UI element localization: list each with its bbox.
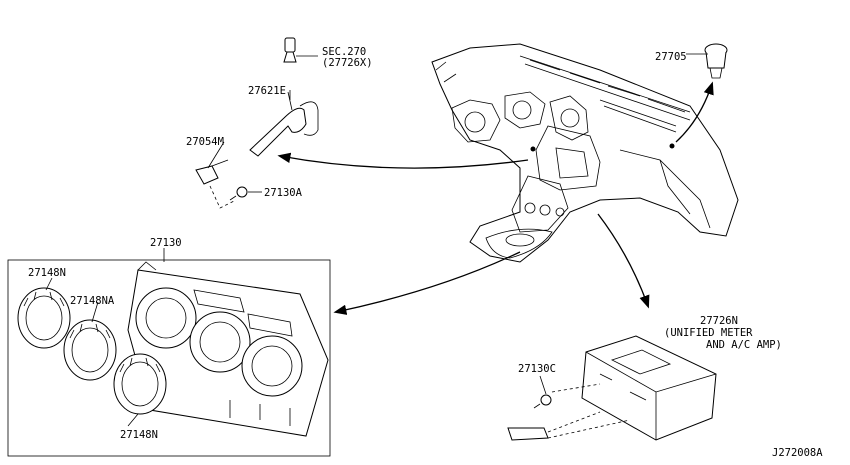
arrow-to-amp bbox=[597, 213, 650, 309]
label-27054m: 27054M bbox=[186, 136, 224, 148]
arrow-to-aspirator bbox=[277, 152, 529, 169]
callout-labels: SEC.270 (27726X) 27705 27621E 27054M 271… bbox=[28, 46, 823, 459]
aspirator-duct-27621e bbox=[249, 90, 319, 157]
sec270-sensor bbox=[283, 37, 318, 63]
heater-control-panel-27130 bbox=[127, 261, 329, 437]
screw-27130a bbox=[209, 185, 248, 209]
clip-27705 bbox=[704, 43, 728, 79]
leader-lines bbox=[45, 53, 708, 427]
label-27148n-bottom: 27148N bbox=[120, 429, 158, 441]
unified-meter-ac-amp-27726n bbox=[581, 335, 717, 441]
label-27726n: 27726N bbox=[700, 315, 738, 327]
knob-27148na bbox=[63, 319, 117, 381]
connector-27054m bbox=[195, 159, 229, 185]
label-27705: 27705 bbox=[655, 51, 687, 63]
dashboard-illustration bbox=[431, 43, 739, 263]
label-27621e: 27621E bbox=[248, 85, 286, 97]
label-27726n-desc2: AND A/C AMP) bbox=[706, 339, 782, 351]
arrow-to-clip bbox=[675, 81, 714, 143]
knob-27148n-bottom bbox=[113, 353, 167, 415]
knob-27148n-top bbox=[17, 287, 71, 349]
label-27148n-top: 27148N bbox=[28, 267, 66, 279]
arrow-to-control-panel bbox=[333, 251, 521, 315]
label-sec270: SEC.270 bbox=[322, 46, 366, 58]
callout-arrows bbox=[277, 81, 714, 315]
harness-connector bbox=[507, 383, 631, 441]
diagram-id: J272008A bbox=[772, 447, 823, 459]
screw-27130c bbox=[533, 394, 552, 409]
label-27726n-desc1: (UNIFIED METER bbox=[664, 327, 753, 339]
heater-control-inset-box bbox=[7, 259, 331, 457]
label-27148na: 27148NA bbox=[70, 295, 115, 307]
label-27130: 27130 bbox=[150, 237, 182, 249]
label-27130c: 27130C bbox=[518, 363, 556, 375]
label-27130a: 27130A bbox=[264, 187, 303, 199]
label-sec270-ref: (27726X) bbox=[322, 57, 373, 69]
